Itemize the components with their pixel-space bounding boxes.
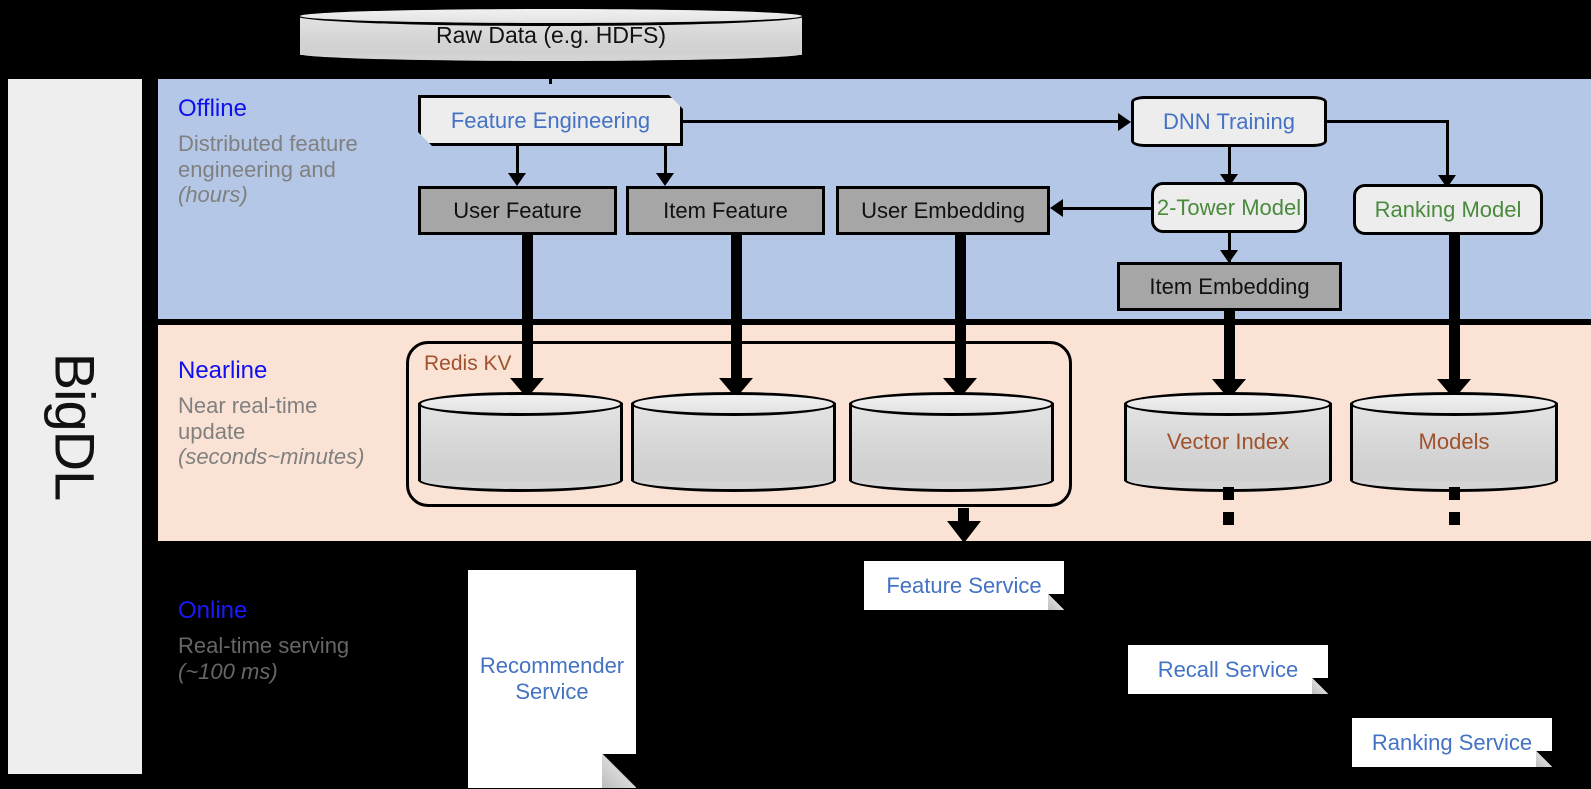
offline-title: Offline bbox=[178, 95, 247, 122]
node-ranking-service-label: Ranking Service bbox=[1371, 729, 1533, 755]
pipe-item-feature bbox=[731, 234, 742, 386]
arrowhead-fe-userfeature bbox=[508, 173, 526, 186]
node-ranking-model[interactable]: Ranking Model bbox=[1353, 184, 1543, 235]
raw-data-store: Raw Data (e.g. HDFS) bbox=[297, 6, 805, 64]
nearline-title: Nearline bbox=[178, 357, 268, 384]
node-two-tower-model-label: 2-Tower Model bbox=[1156, 194, 1302, 220]
node-dnn-training-label: DNN Training bbox=[1162, 108, 1296, 134]
node-recall-service[interactable]: Recall Service bbox=[1128, 645, 1328, 694]
node-item-embedding[interactable]: Item Embedding bbox=[1117, 262, 1342, 311]
offline-caption: Offline Distributed feature engineering … bbox=[178, 95, 378, 208]
connector-twotower-itememb bbox=[1228, 233, 1231, 262]
nearline-caption: Nearline Near real-time update (seconds~… bbox=[178, 357, 378, 470]
online-caption: Online Real-time serving (~100 ms) bbox=[178, 597, 378, 684]
node-two-tower-model[interactable]: 2-Tower Model bbox=[1151, 182, 1307, 233]
offline-subtitle-text: Distributed feature engineering and bbox=[178, 131, 358, 182]
online-subtitle: Real-time serving (~100 ms) bbox=[178, 633, 378, 684]
arrowhead-fe-itemfeature bbox=[656, 173, 674, 186]
cylinder-body bbox=[1350, 403, 1558, 481]
node-user-feature-label: User Feature bbox=[453, 197, 582, 223]
cylinder-body bbox=[849, 403, 1054, 481]
pipe-ranking-model bbox=[1449, 234, 1460, 387]
stub-vector-index-1 bbox=[1223, 487, 1234, 500]
cylinder-body bbox=[418, 403, 623, 481]
cylinder-body bbox=[1124, 403, 1332, 481]
online-title: Online bbox=[178, 597, 248, 624]
vector-index-label: Vector Index bbox=[1166, 429, 1290, 454]
node-feature-engineering-label: Feature Engineering bbox=[450, 107, 651, 133]
cylinder-top bbox=[631, 392, 836, 416]
node-recommender-service-label: Recommender Service bbox=[479, 653, 625, 704]
nearline-subtitle-em: (seconds~minutes) bbox=[178, 444, 365, 470]
node-user-embedding-label: User Embedding bbox=[861, 197, 1025, 223]
page-fold-icon bbox=[1048, 594, 1064, 610]
vector-index-store[interactable]: Vector Index bbox=[1124, 392, 1332, 492]
stub-redis-feature-service-1 bbox=[958, 508, 969, 521]
pipe-user-feature bbox=[522, 234, 533, 386]
stub-models-1 bbox=[1449, 487, 1460, 500]
node-ranking-service[interactable]: Ranking Service bbox=[1352, 718, 1552, 767]
connector-dnn-ranking-v bbox=[1446, 120, 1449, 182]
raw-data-label: Raw Data (e.g. HDFS) bbox=[435, 21, 667, 48]
cylinder-top bbox=[849, 392, 1054, 416]
connector-fe-dnn bbox=[683, 120, 1118, 123]
node-item-feature-label: Item Feature bbox=[663, 197, 788, 223]
node-recommender-service[interactable]: Recommender Service bbox=[468, 570, 636, 788]
node-dnn-training[interactable]: DNN Training bbox=[1131, 96, 1327, 147]
page-fold-icon bbox=[1312, 678, 1328, 694]
node-feature-engineering[interactable]: Feature Engineering bbox=[418, 95, 683, 146]
online-subtitle-em: (~100 ms) bbox=[178, 658, 278, 684]
redis-kv-label: Redis KV bbox=[424, 352, 512, 375]
nearline-subtitle-text: Near real-time update bbox=[178, 393, 318, 444]
node-user-feature[interactable]: User Feature bbox=[418, 186, 617, 235]
cylinder-body bbox=[631, 403, 836, 481]
node-item-embedding-label: Item Embedding bbox=[1149, 273, 1310, 299]
redis-store-2-label bbox=[631, 392, 836, 492]
nearline-subtitle: Near real-time update (seconds~minutes) bbox=[178, 393, 378, 470]
arrowhead-twotower-userembedding bbox=[1050, 199, 1063, 217]
cylinder-top bbox=[1124, 392, 1332, 416]
bigdl-label-text: BigDL bbox=[43, 352, 107, 501]
cylinder-top bbox=[1350, 392, 1558, 416]
offline-subtitle-em: (hours) bbox=[178, 182, 248, 208]
connector-dnn-twotower bbox=[1228, 147, 1231, 181]
models-store[interactable]: Models bbox=[1350, 392, 1558, 492]
node-ranking-model-label: Ranking Model bbox=[1374, 196, 1522, 222]
models-label: Models bbox=[1418, 429, 1490, 454]
node-item-feature[interactable]: Item Feature bbox=[626, 186, 825, 235]
connector-fe-userfeature bbox=[516, 146, 519, 178]
pipe-item-embedding bbox=[1224, 310, 1235, 387]
cylinder-top bbox=[297, 6, 805, 26]
redis-store-2[interactable] bbox=[631, 392, 836, 492]
online-subtitle-text: Real-time serving bbox=[178, 633, 350, 659]
stub-vector-index-2 bbox=[1223, 512, 1234, 525]
connector-dnn-ranking-h bbox=[1327, 120, 1449, 123]
node-user-embedding[interactable]: User Embedding bbox=[836, 186, 1050, 235]
arrowhead-redis-feature-service bbox=[947, 521, 981, 543]
node-recall-service-label: Recall Service bbox=[1157, 656, 1299, 682]
stub-models-2 bbox=[1449, 512, 1460, 525]
redis-store-3-label bbox=[849, 392, 1054, 492]
redis-store-1-label bbox=[418, 392, 623, 492]
bigdl-platform-rail: BigDL bbox=[8, 79, 142, 774]
bigdl-label: BigDL bbox=[8, 79, 142, 774]
node-feature-service[interactable]: Feature Service bbox=[864, 561, 1064, 610]
page-fold-icon bbox=[1536, 751, 1552, 767]
redis-store-1[interactable] bbox=[418, 392, 623, 492]
connector-twotower-userembedding bbox=[1063, 207, 1152, 210]
redis-kv-container bbox=[406, 341, 1072, 507]
arrowhead-fe-dnn bbox=[1118, 113, 1131, 131]
node-feature-service-label: Feature Service bbox=[886, 572, 1042, 598]
arrowhead-twotower-itememb bbox=[1220, 250, 1238, 263]
arrowhead-rawdata-fe bbox=[539, 62, 563, 78]
redis-store-3[interactable] bbox=[849, 392, 1054, 492]
page-fold-icon bbox=[602, 754, 636, 788]
offline-subtitle: Distributed feature engineering and (hou… bbox=[178, 131, 378, 208]
pipe-user-embedding bbox=[955, 234, 966, 386]
connector-fe-itemfeature bbox=[664, 146, 667, 178]
cylinder-top bbox=[418, 392, 623, 416]
